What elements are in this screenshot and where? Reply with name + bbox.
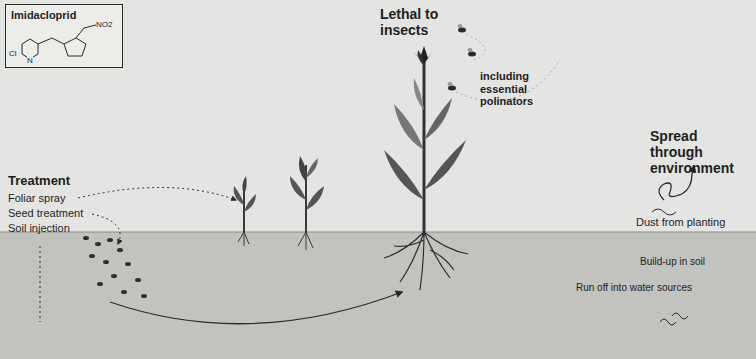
effect-label: Spread through environment (650, 128, 750, 176)
effect-label: Lethal to insects (380, 6, 450, 38)
soil-band (0, 232, 756, 359)
young-plant (290, 156, 324, 250)
seeds (83, 236, 147, 298)
treatment-method: Seed treatment (8, 207, 83, 220)
uptake-arrow (110, 292, 402, 324)
young-plant (234, 176, 256, 246)
treatment-method: Foliar spray (8, 192, 65, 205)
injection-line (40, 246, 41, 322)
effect-label: including essential polinators (480, 70, 560, 108)
section-heading: Treatment (8, 174, 70, 189)
title-box: Imidacloprid (5, 4, 123, 68)
atom-label: Cl (9, 49, 17, 58)
mature-plant (384, 46, 468, 290)
seed-arrow (92, 214, 120, 244)
spread-path: Run off into water sources (576, 282, 692, 294)
water-squiggle (660, 313, 688, 325)
ground-line (0, 232, 756, 233)
spread-path: Dust from planting (636, 216, 725, 229)
treatment-method: Soil injection (8, 222, 70, 235)
pollinator (448, 24, 477, 91)
dust-swirl (652, 209, 676, 215)
spread-path: Build-up in soil (640, 256, 705, 268)
atom-label: N (27, 56, 33, 65)
spray-arrow (78, 187, 236, 200)
chemical-structure (22, 25, 96, 59)
title-text: Imidacloprid (6, 6, 81, 24)
atom-label: NO2 (96, 20, 112, 29)
